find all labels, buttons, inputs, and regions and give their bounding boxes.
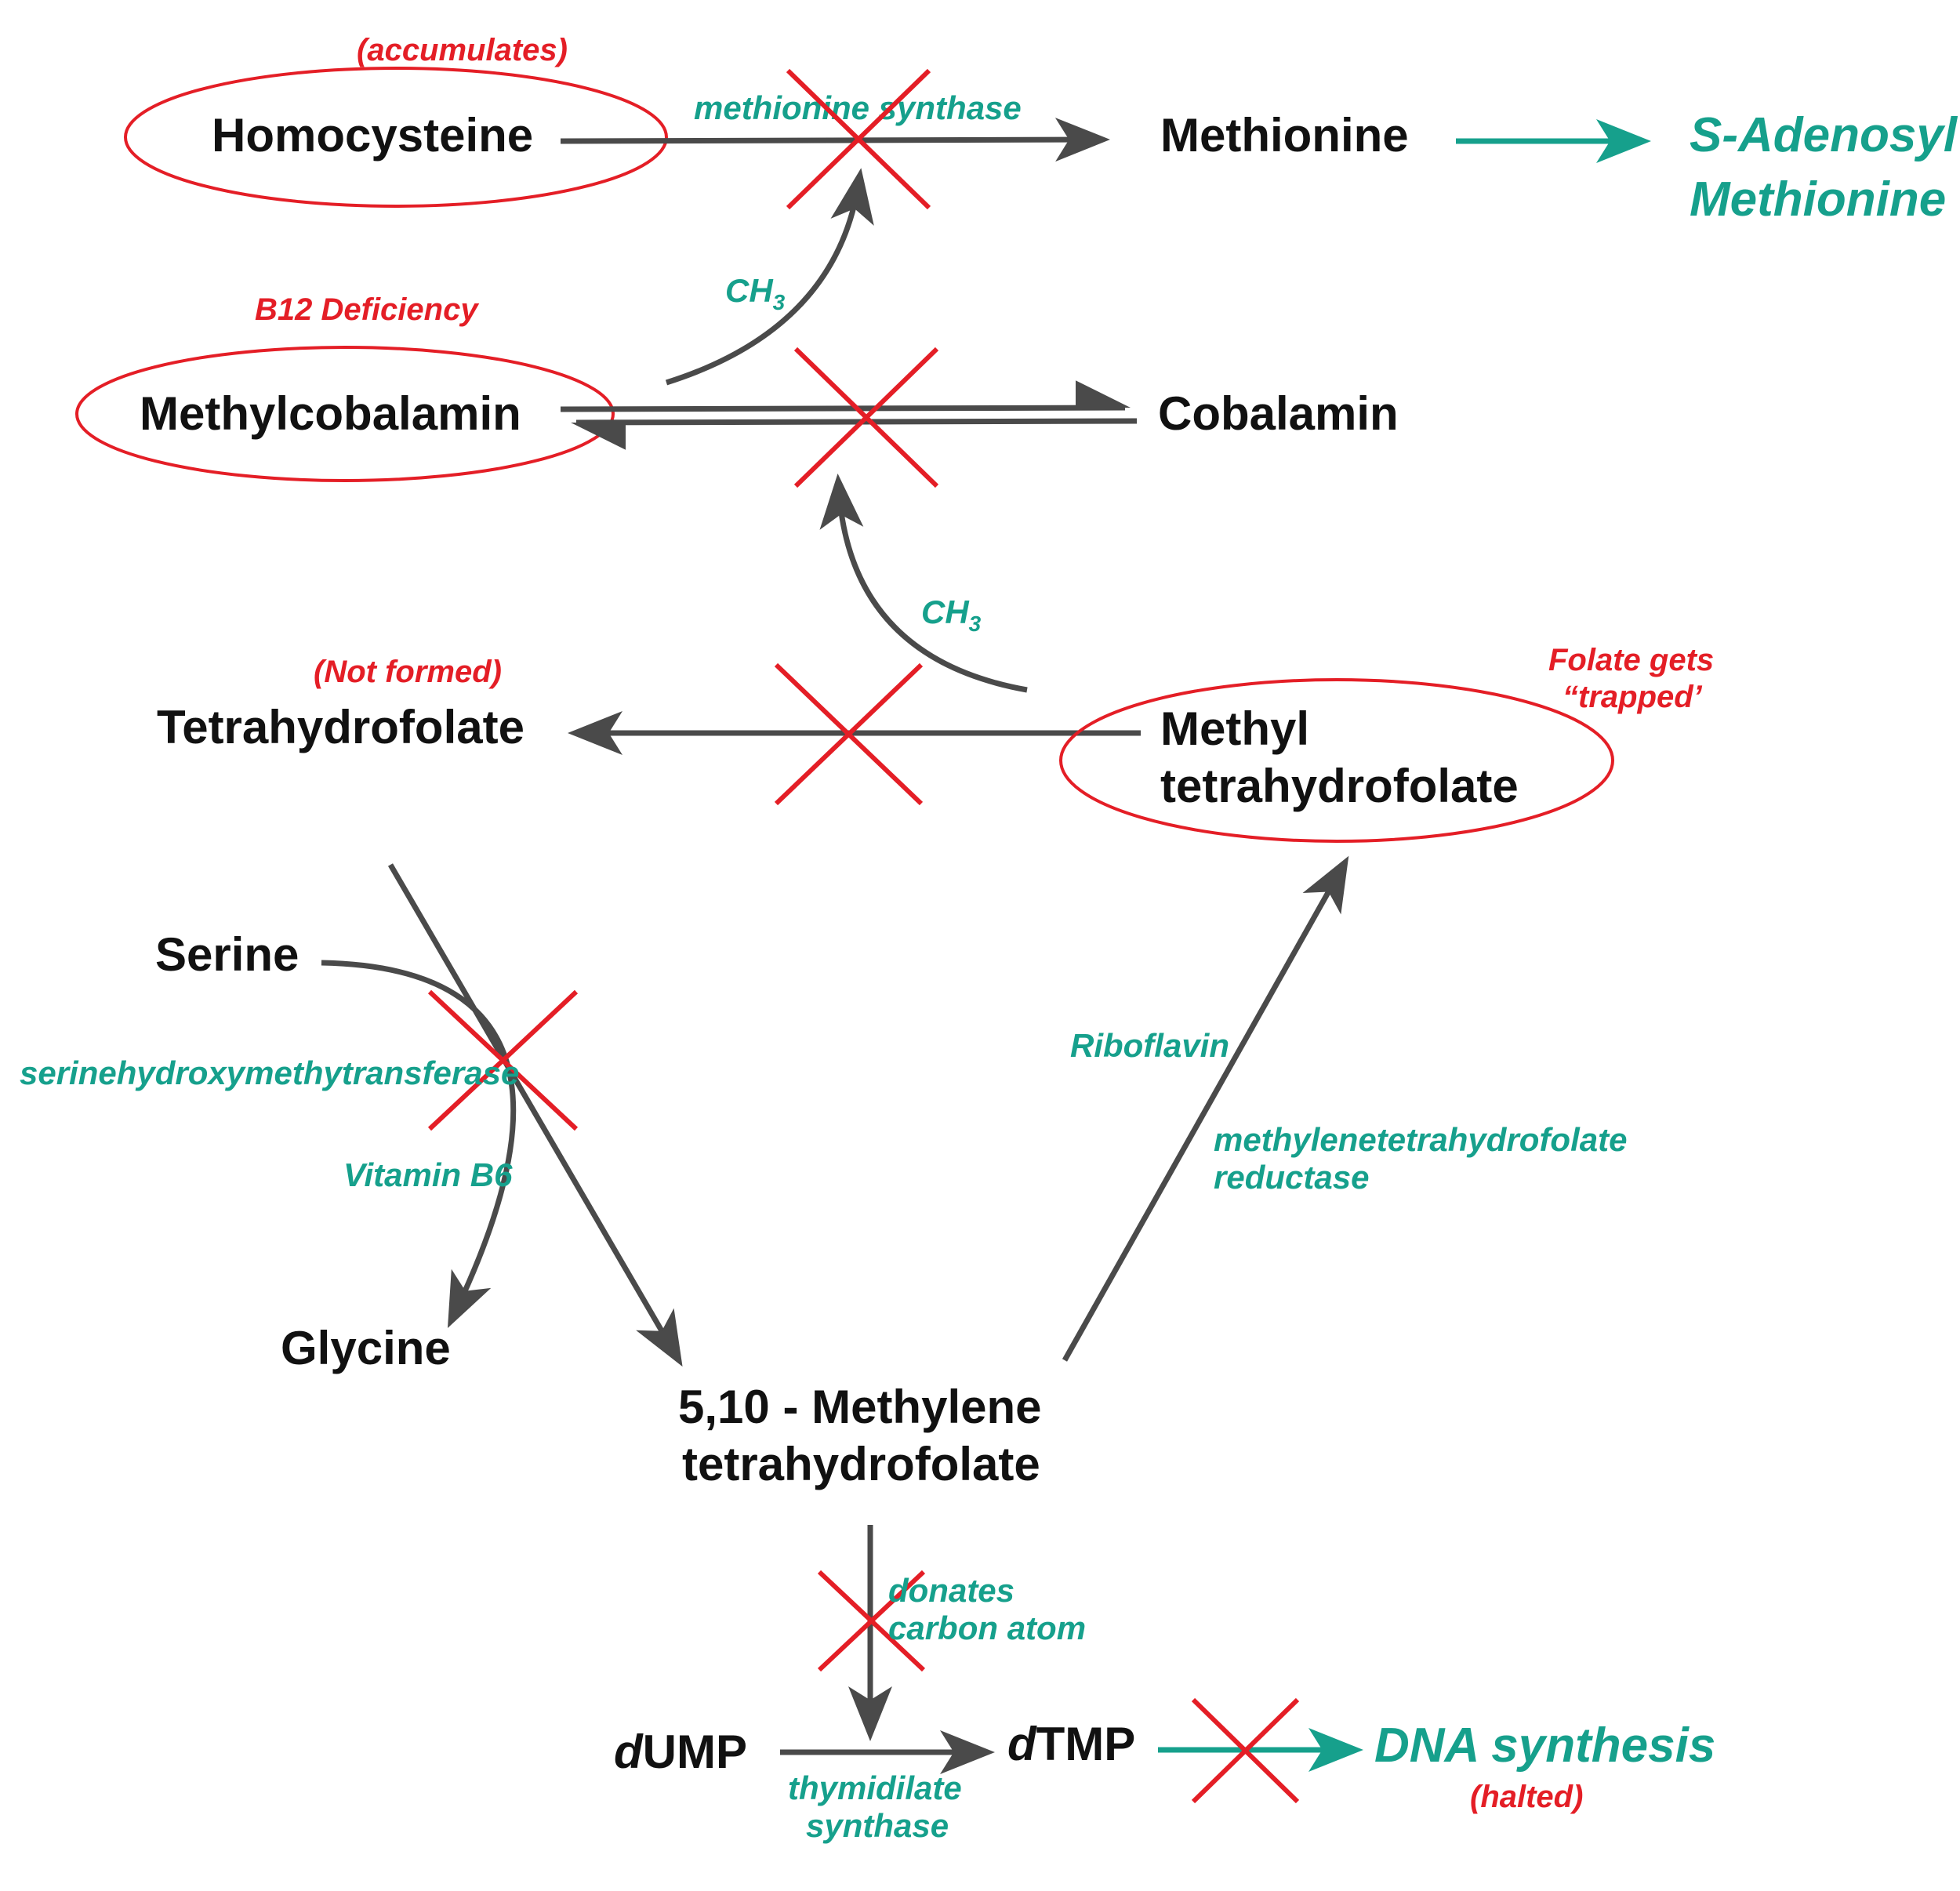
vitamin-b6-label: Vitamin B6 bbox=[343, 1156, 513, 1193]
accumulates-note: (accumulates) bbox=[357, 33, 568, 67]
cobalamin-to-methylcobalamin-arrow bbox=[571, 418, 1138, 450]
methionine-synthase-label: methionine synthase bbox=[694, 89, 1022, 126]
methylcobalamin-highlight-ring bbox=[75, 346, 615, 482]
methyl-thf-label-line2: tetrahydrofolate bbox=[1160, 760, 1519, 812]
carbon-donation-blocked-x bbox=[817, 1570, 926, 1672]
methylene-thf-label-line2: tetrahydrofolate bbox=[682, 1438, 1040, 1490]
dtmp-label: dTMP bbox=[1007, 1718, 1135, 1770]
homocysteine-to-methionine-arrow bbox=[560, 118, 1110, 162]
ch3-label-mid: CH3 bbox=[921, 593, 982, 636]
methylcobalamin-label: Methylcobalamin bbox=[140, 387, 521, 440]
tetrahydrofolate-label: Tetrahydrofolate bbox=[157, 701, 524, 753]
methylene-thf-label-line1: 5,10 - Methylene bbox=[678, 1381, 1042, 1433]
folate-trapped-note-line1: Folate gets bbox=[1548, 643, 1714, 677]
thymidylate-synthase-label-line1: thymidilate bbox=[788, 1769, 962, 1806]
methylene-thf-to-methyl-thf-arrow bbox=[1062, 855, 1349, 1362]
homocysteine-label: Homocysteine bbox=[212, 109, 533, 162]
dna-synthesis-label: DNA synthesis bbox=[1374, 1719, 1715, 1773]
riboflavin-label: Riboflavin bbox=[1070, 1027, 1229, 1064]
methionine-synthase-blocked-x bbox=[786, 68, 931, 210]
dump-label: dUMP bbox=[614, 1726, 747, 1778]
methyl-thf-highlight-ring bbox=[1059, 678, 1614, 843]
folate-trapped-note-line2: “trapped’ bbox=[1563, 680, 1703, 714]
ch3-methyl-transfer-arrow-mid bbox=[819, 474, 1028, 693]
mthfr-enzyme-label-line2: reductase bbox=[1214, 1159, 1369, 1196]
methionine-label: Methionine bbox=[1160, 109, 1409, 162]
donates-carbon-label-line2: carbon atom bbox=[888, 1610, 1086, 1646]
not-formed-note: (Not formed) bbox=[314, 655, 502, 689]
mthfr-enzyme-label-line1: methylenetetrahydrofolate bbox=[1214, 1121, 1627, 1158]
shmt-enzyme-label: serinehydroxymethytransferase bbox=[20, 1054, 519, 1091]
donates-carbon-label-line1: donates bbox=[888, 1572, 1014, 1609]
homocysteine-highlight-ring bbox=[124, 67, 668, 208]
thf-to-methylene-thf-arrow bbox=[387, 863, 683, 1367]
ch3-methyl-transfer-arrow-top bbox=[665, 168, 874, 386]
serine-to-glycine-arrow bbox=[321, 960, 517, 1328]
shmt-blocked-x bbox=[427, 989, 579, 1131]
methylcobalamin-to-cobalamin-arrow bbox=[560, 380, 1131, 412]
cobalamin-conversion-blocked-x bbox=[793, 347, 939, 488]
glycine-label: Glycine bbox=[281, 1322, 451, 1374]
ch3-label-top: CH3 bbox=[725, 272, 786, 314]
thf-regeneration-blocked-x bbox=[774, 662, 924, 806]
serine-label: Serine bbox=[155, 928, 299, 981]
halted-note: (halted) bbox=[1470, 1780, 1583, 1814]
methyl-thf-label-line1: Methyl bbox=[1160, 702, 1309, 755]
s-adenosyl-methionine-label-line1: S-Adenosyl bbox=[1690, 108, 1958, 162]
thymidylate-synthase-label-line2: synthase bbox=[806, 1807, 949, 1844]
dna-synthesis-blocked-x bbox=[1191, 1697, 1300, 1804]
s-adenosyl-methionine-label-line2: Methionine bbox=[1690, 172, 1946, 227]
cobalamin-label: Cobalamin bbox=[1158, 387, 1399, 440]
b12-deficiency-note: B12 Deficiency bbox=[255, 292, 479, 327]
